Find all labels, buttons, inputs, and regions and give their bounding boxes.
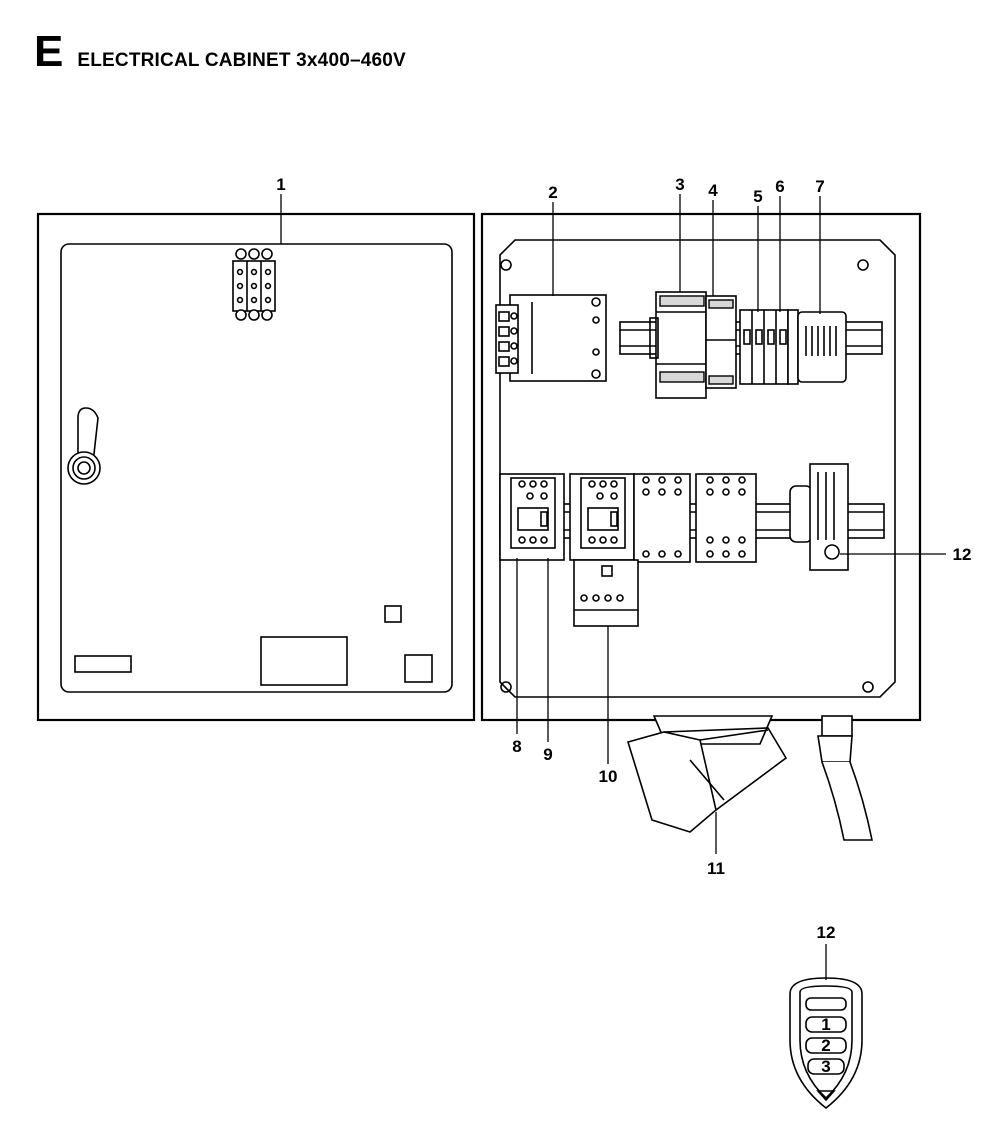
door-indicator-block	[232, 248, 276, 321]
contactor-1	[499, 473, 565, 561]
auxiliary-contact-block	[573, 559, 639, 627]
door-square-tag	[404, 654, 433, 683]
section-title: ELECTRICAL CABINET 3x400–460V	[77, 50, 406, 71]
pendant-button-2-label: 2	[821, 1036, 830, 1055]
callout-9: 9	[543, 745, 552, 764]
terminal-module	[797, 311, 847, 383]
callout-8: 8	[512, 737, 521, 756]
control-module	[649, 291, 707, 399]
pendant-button-3	[807, 1058, 845, 1075]
pendant-button-2	[805, 1037, 847, 1054]
callout-12-receiver: 12	[953, 545, 972, 564]
callout-3: 3	[675, 175, 684, 194]
power-cable	[817, 715, 873, 841]
callout-4: 4	[708, 181, 718, 200]
callout-7: 7	[815, 177, 824, 196]
door-rating-plate	[260, 636, 348, 686]
section-letter: E	[34, 27, 64, 76]
callout-1: 1	[276, 175, 285, 194]
pendant-button-3-label: 3	[821, 1057, 830, 1076]
callout-11: 11	[707, 859, 725, 878]
cabinet-door	[36, 212, 476, 722]
section-header: E ELECTRICAL CABINET 3x400–460V	[34, 30, 406, 74]
callout-12-pendant: 12	[817, 923, 836, 942]
leader-lines	[280, 194, 946, 980]
remote-pendant: 1 2 3	[789, 977, 863, 1110]
callout-2: 2	[548, 183, 557, 202]
power-inlet-plug	[626, 715, 788, 833]
contactor-2	[569, 473, 635, 561]
circuit-breakers	[739, 309, 799, 385]
radio-receiver	[789, 463, 849, 571]
relay-module	[705, 295, 737, 389]
door-small-tag	[384, 605, 402, 623]
door-label-plate	[74, 655, 132, 673]
pendant-button-1-label: 1	[821, 1015, 830, 1034]
pendant-button-1	[805, 1016, 847, 1033]
door-handle	[67, 407, 101, 485]
pendant-top-slot	[805, 997, 847, 1011]
control-transformer	[495, 294, 607, 382]
callout-6: 6	[775, 177, 784, 196]
callout-5: 5	[753, 187, 762, 206]
contactor-3	[633, 473, 691, 563]
contactor-4	[695, 473, 757, 563]
callout-10: 10	[599, 767, 618, 786]
